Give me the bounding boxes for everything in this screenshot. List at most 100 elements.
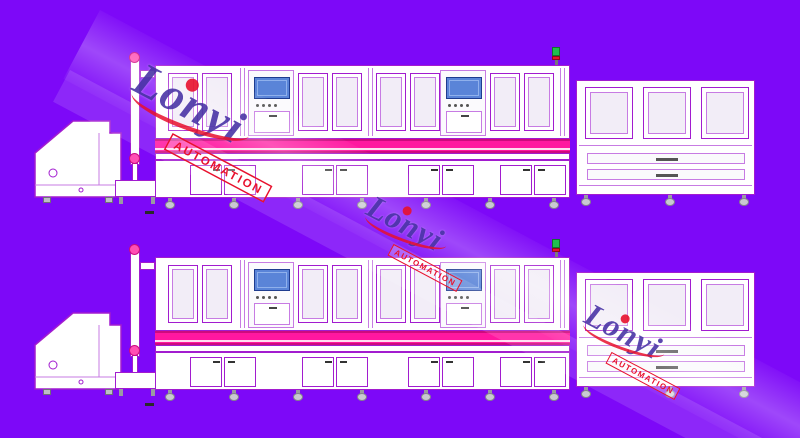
caster-stem [742,195,746,199]
caster-stem [232,390,236,394]
caster-stem [232,198,236,202]
cabinet-door [534,357,566,387]
feeder-knob [48,168,58,178]
viewing-window [490,73,520,131]
window-pane [494,269,516,319]
caster-stem [668,195,672,199]
viewing-window [524,265,554,323]
caster-wheel [581,195,591,206]
caster-roller [581,390,591,398]
caster-stem [668,387,672,391]
hmi-screen [254,269,290,291]
viewing-window [490,265,520,323]
caster-wheel [739,387,749,398]
viewing-window [202,73,232,131]
conveyor-belt-line [155,340,570,342]
caster-roller [549,201,559,209]
caster-wheel [665,195,675,206]
elevator-bracket [140,262,155,270]
signal-lamp-red [552,56,560,60]
caster-wheel [421,198,431,209]
feeder-machine [34,120,122,198]
window-pane [302,77,324,127]
button-dot [262,104,265,107]
door-handle [431,361,438,363]
panel-seam [579,337,752,338]
button-dot [460,296,463,299]
viewing-window [332,265,362,323]
window-pane [414,269,436,319]
caster-roller [357,393,367,401]
caster-stem [424,198,428,202]
caster-roller [485,393,495,401]
platform-leg [119,389,123,396]
conveyor-rail [155,153,570,160]
window-pane [648,92,686,134]
drawer-front [587,361,745,372]
window-pane [336,269,358,319]
screen-glare [257,272,287,288]
cabinet-door [500,357,532,387]
caster-wheel [739,195,749,206]
caster-roller [739,198,749,206]
caster-stem [488,390,492,394]
panel-seam [579,377,752,378]
caster-wheel [485,390,495,401]
door-handle [538,169,545,171]
cabinet-door [500,165,532,195]
caster-roller [421,201,431,209]
elevator-rail [130,57,140,165]
caster-stem [584,195,588,199]
console-subpanel [254,111,290,133]
production-line [33,45,763,220]
platform-leg [151,389,155,396]
viewing-window [643,279,691,331]
caster-stem [296,198,300,202]
button-dot [268,296,271,299]
screen-glare [257,80,287,96]
window-pane [206,77,228,127]
main-machine-body [155,257,570,331]
cabinet-base [155,352,570,390]
drawer-handle [656,366,678,369]
caster-stem [552,198,556,202]
button-dot [466,296,469,299]
viewing-window [701,279,749,331]
window-pane [590,92,628,134]
caster-roller [165,393,175,401]
control-console [440,262,486,328]
caster-roller [581,198,591,206]
platform-leg [151,197,155,204]
window-pane [648,284,686,326]
caster-roller [485,201,495,209]
cabinet-door [302,357,334,387]
button-dot [448,104,451,107]
feeder-small-knob [78,379,84,385]
button-dot [268,104,271,107]
window-pane [528,269,550,319]
caster-roller [665,390,675,398]
button-dot [454,104,457,107]
caster-roller [739,390,749,398]
cabinet-door [442,165,474,195]
button-dot [274,296,277,299]
window-pane [380,77,402,127]
door-handle [325,169,332,171]
cabinet-door [190,357,222,387]
conveyor-stripe [155,331,570,345]
viewing-window [524,73,554,131]
drawer-handle [656,158,678,161]
panel-divider [560,68,561,136]
cabinet-door [190,165,222,195]
drawer-front [587,169,745,180]
door-handle [446,361,453,363]
caster-roller [421,393,431,401]
cabinet-door [336,165,368,195]
window-pane [494,77,516,127]
button-dot [256,104,259,107]
feeder-foot [105,389,113,395]
signal-lamp-pole [555,252,558,258]
button-row [448,104,469,107]
control-console [440,70,486,136]
window-pane [172,269,194,319]
